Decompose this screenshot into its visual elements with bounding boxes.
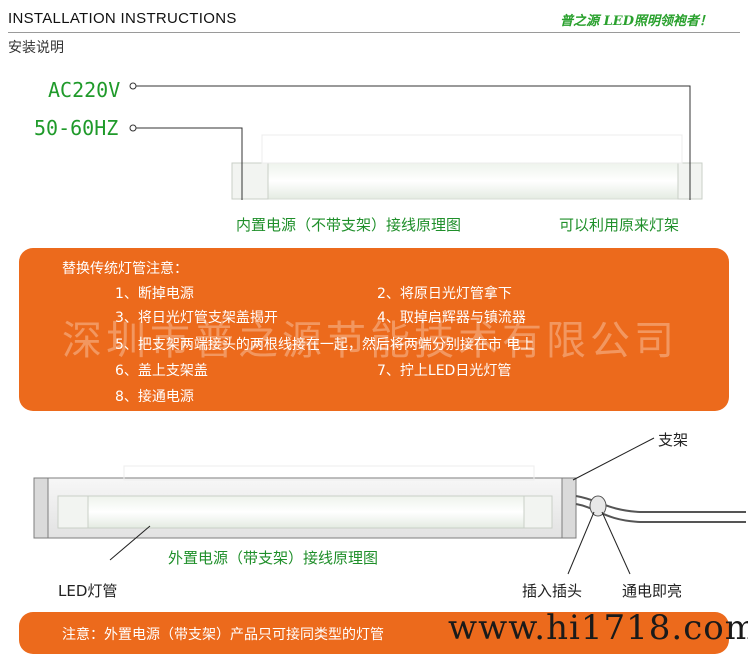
diagram2-pointers	[109, 437, 655, 575]
brand-slogan: 普之源 LED照明领袍者！	[560, 14, 712, 29]
title-english: INSTALLATION INSTRUCTIONS	[8, 10, 237, 27]
notice-panel	[19, 248, 729, 411]
notice-step-2: 2、将原日光灯管拿下	[377, 286, 512, 302]
title-chinese: 安装说明	[8, 40, 64, 56]
diagram1-wires	[129, 82, 691, 200]
plug-label: 插入插头	[522, 582, 583, 600]
notice-step-4: 4、取掉启辉器与镇流器	[377, 310, 526, 326]
diagram2-cable	[575, 495, 746, 523]
site-watermark: www.hi1718.com	[448, 608, 748, 648]
notice-step-7: 7、拧上LED日光灯管	[377, 363, 512, 379]
notice-heading: 替换传统灯管注意：	[62, 261, 188, 277]
diagram1-caption: 内置电源（不带支架）接线原理图	[236, 216, 462, 234]
notice-step-1: 1、断掉电源	[115, 286, 194, 302]
diagram2-fixture	[33, 465, 577, 539]
notice-step-8: 8、接通电源	[115, 389, 194, 405]
power-on-label: 通电即亮	[622, 582, 683, 600]
header-divider	[8, 32, 740, 33]
footer-note-panel	[19, 612, 729, 654]
notice-step-3: 3、将日光灯管支架盖揭开	[115, 310, 278, 326]
notice-step-5: 5、把支架两端接头的两根线接在一起，然后将两端分别接在市 电上	[115, 337, 535, 353]
diagram1-tube	[231, 134, 703, 200]
notice-step-6: 6、盖上支架盖	[115, 363, 208, 379]
diagram1-caption-right: 可以利用原来灯架	[559, 216, 680, 234]
footer-note: 注意：外置电源（带支架）产品只可接同类型的灯管	[62, 627, 384, 643]
frequency-label: 50-60HZ	[34, 116, 119, 140]
company-watermark: 深圳市普之源节能技术有限公司	[62, 318, 678, 364]
bracket-label: 支架	[658, 431, 689, 449]
diagram2-caption: 外置电源（带支架）接线原理图	[168, 549, 379, 567]
led-tube-label: LED灯管	[58, 582, 118, 600]
voltage-label: AC220V	[48, 78, 121, 102]
